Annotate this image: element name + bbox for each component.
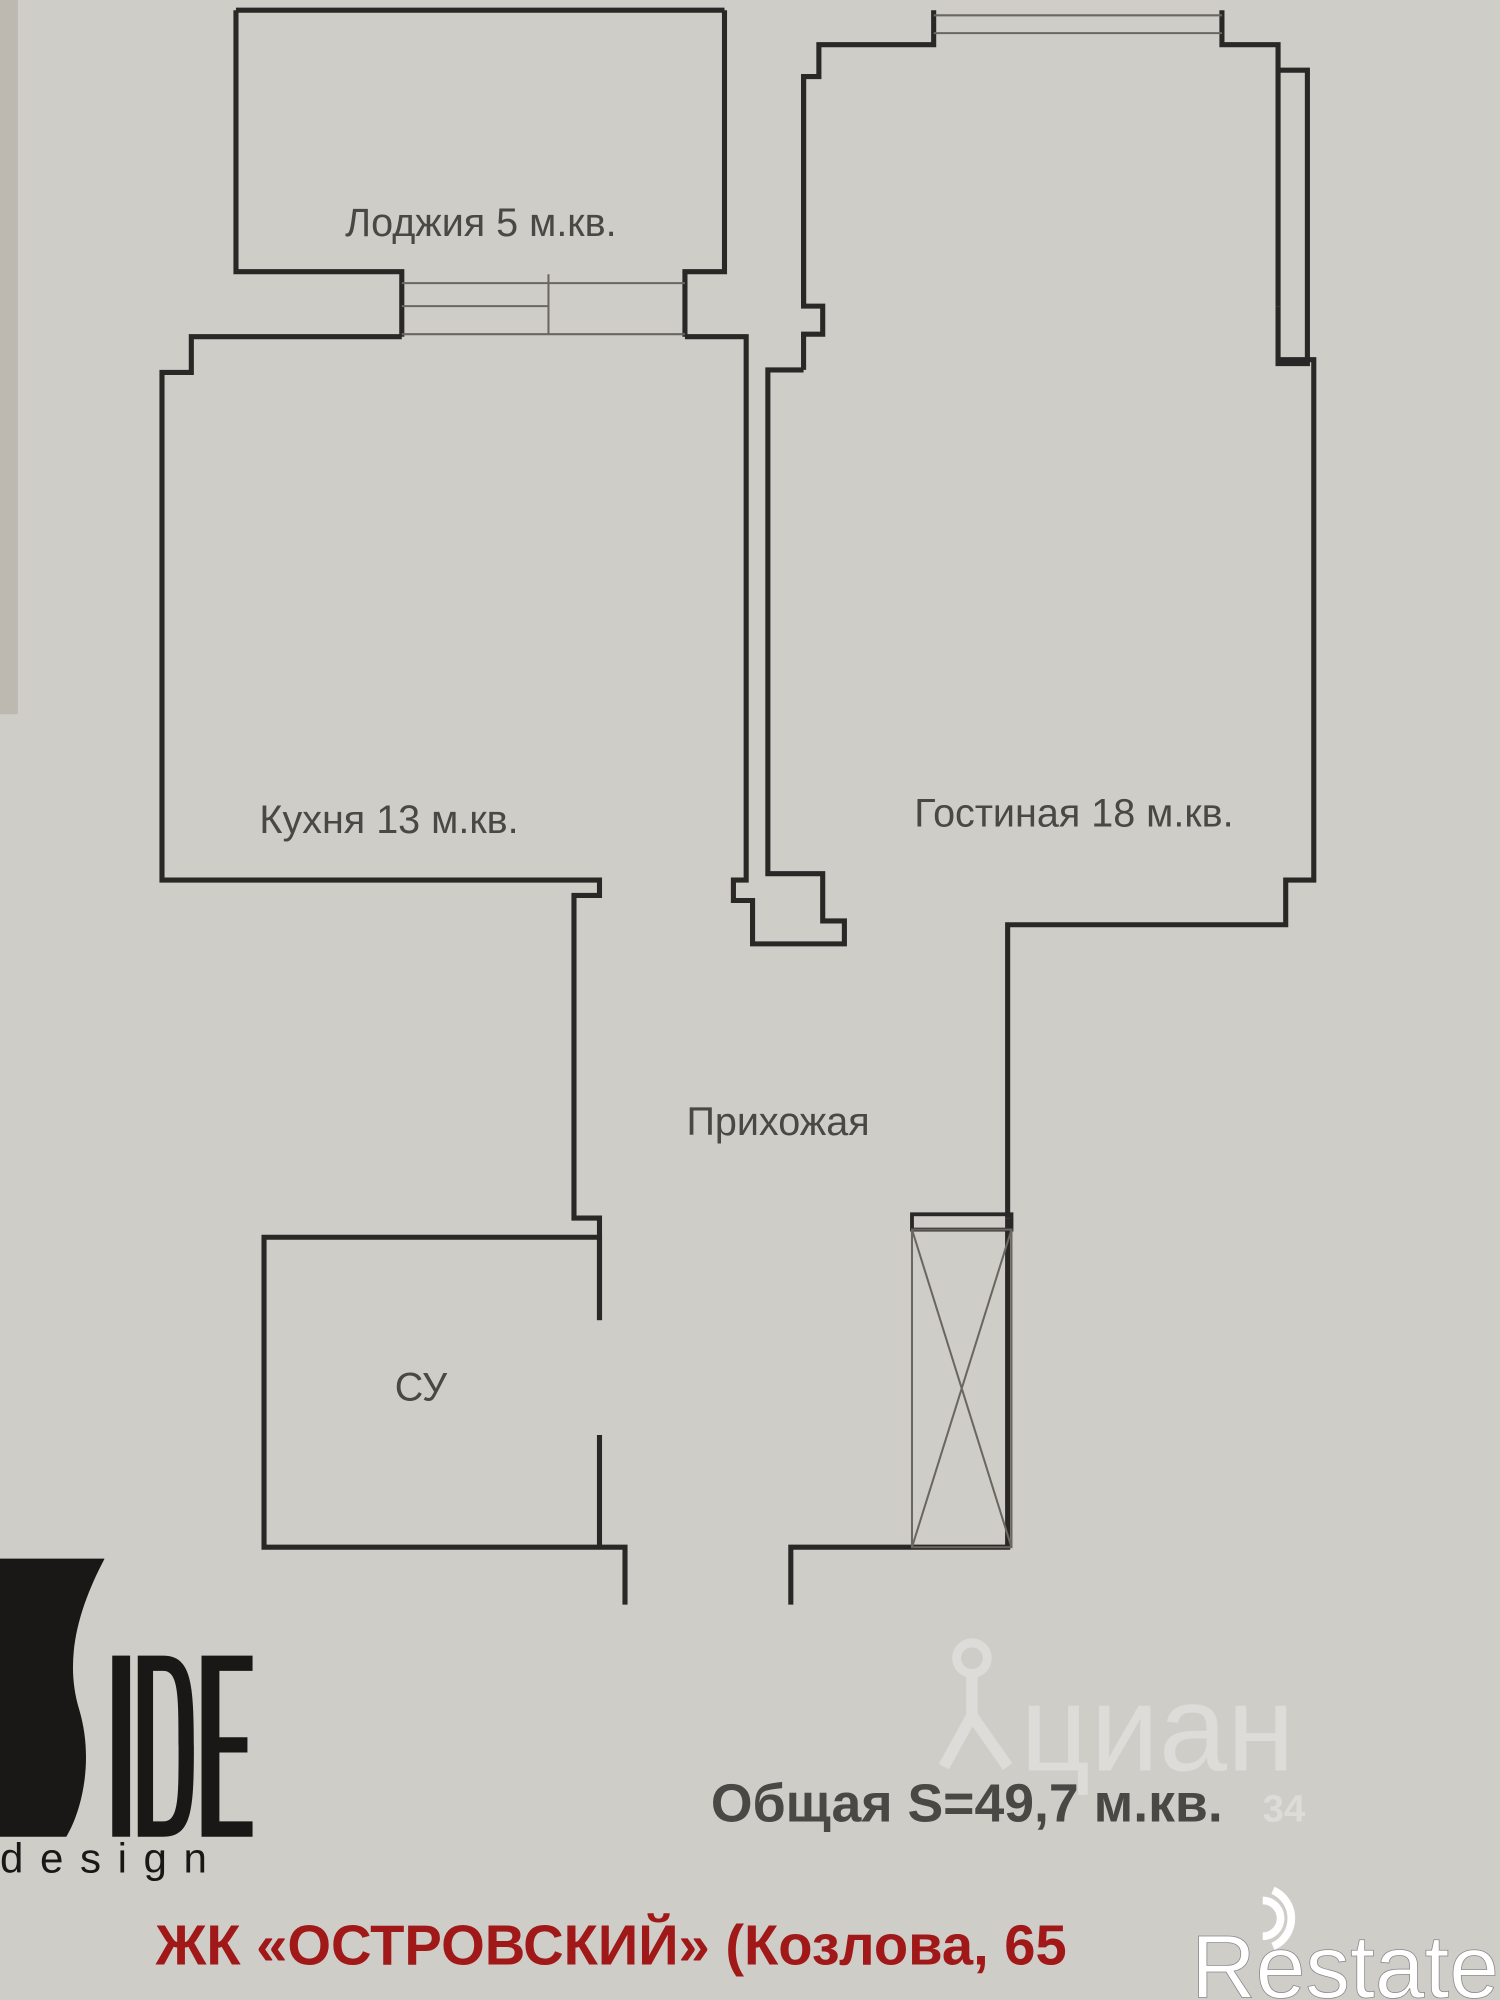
paper-edge: [0, 0, 18, 715]
side-design-logo: design: [0, 1558, 253, 1881]
location-pin-icon: [952, 1638, 992, 1678]
cian-id-fragment: 34: [1263, 1787, 1306, 1830]
restate-watermark: Restate: [1191, 1886, 1499, 2000]
cian-logo-text: циан: [1020, 1659, 1294, 1796]
room-label-bathroom: СУ: [395, 1366, 448, 1410]
cian-watermark: циан 34: [938, 1638, 1306, 1830]
room-label-kitchen: Кухня 13 м.кв.: [259, 798, 518, 842]
room-label-living: Гостиная 18 м.кв.: [914, 792, 1233, 836]
living-room-walls: [801, 10, 1317, 1219]
closet-cross: [911, 1229, 1013, 1548]
kitchen-walls: [159, 334, 847, 1321]
restate-logo-text: Restate: [1191, 1916, 1499, 2000]
side-design-sub: design: [0, 1834, 224, 1881]
project-title: ЖК «ОСТРОВСКИЙ» (Козлова, 65: [155, 1913, 1067, 1976]
bathroom-walls: [261, 1234, 628, 1605]
room-label-loggia: Лоджия 5 м.кв.: [345, 201, 616, 245]
signal-icon: [1262, 1886, 1296, 1950]
room-label-hall: Прихожая: [686, 1100, 869, 1144]
hall-walls: [788, 1212, 1014, 1605]
total-area: Общая S=49,7 м.кв.: [711, 1774, 1223, 1833]
loggia-walls: [233, 7, 728, 337]
